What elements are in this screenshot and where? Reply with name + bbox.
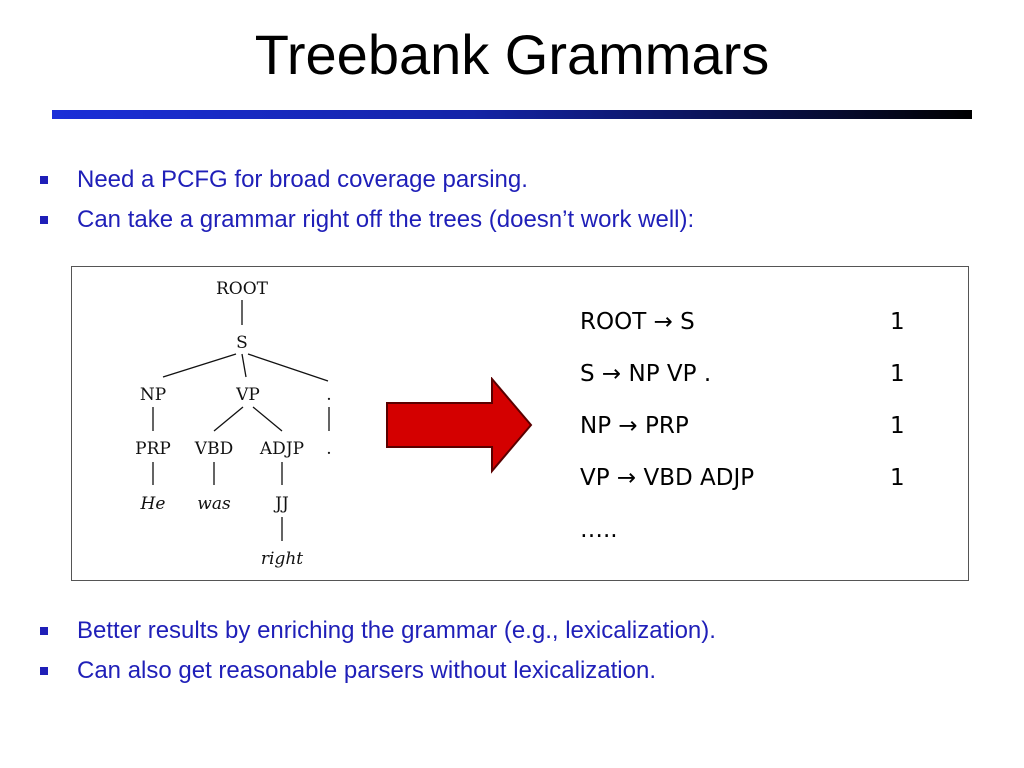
tree-edge bbox=[247, 353, 329, 382]
treebank-figure: ROOT S NP VP . PRP VBD ADJP . He was JJ … bbox=[71, 266, 969, 581]
rule-probability: 1 bbox=[890, 361, 905, 387]
tree-node-jj: JJ bbox=[273, 494, 289, 514]
bullet-text: Need a PCFG for broad coverage parsing. bbox=[77, 166, 528, 193]
bullet-text: Can also get reasonable parsers without … bbox=[77, 657, 656, 684]
tree-leaf-he: He bbox=[140, 494, 166, 514]
tree-edge bbox=[241, 353, 247, 378]
bullet-list-top: Need a PCFG for broad coverage parsing. … bbox=[40, 160, 694, 240]
rule-lhs: NP bbox=[580, 413, 612, 439]
tree-leaf-was: was bbox=[197, 494, 231, 514]
square-bullet-icon bbox=[40, 667, 48, 675]
tree-edge bbox=[252, 406, 283, 432]
tree-node-vbd: VBD bbox=[194, 439, 233, 459]
rule-lhs: ROOT bbox=[580, 309, 647, 335]
bullet-item: Better results by enriching the grammar … bbox=[40, 611, 716, 651]
tree-edge bbox=[162, 353, 237, 378]
square-bullet-icon bbox=[40, 627, 48, 635]
bullet-text: Can take a grammar right off the trees (… bbox=[77, 206, 695, 233]
bullet-list-bottom: Better results by enriching the grammar … bbox=[40, 611, 716, 691]
parse-tree: ROOT S NP VP . PRP VBD ADJP . He was JJ … bbox=[135, 279, 332, 569]
right-arrow-icon: → bbox=[653, 309, 673, 335]
right-arrow-icon bbox=[386, 377, 533, 474]
right-arrow-icon: → bbox=[601, 361, 622, 387]
bullet-text: Better results by enriching the grammar … bbox=[77, 617, 716, 644]
tree-node-s: S bbox=[236, 333, 248, 353]
grammar-rule-row: S → NP VP . 1 bbox=[580, 359, 910, 389]
rules-ellipsis: ….. bbox=[580, 517, 618, 543]
bullet-item: Can take a grammar right off the trees (… bbox=[40, 200, 694, 240]
rule-rhs: NP VP . bbox=[628, 361, 712, 387]
tree-node-period-tag: . bbox=[326, 385, 331, 405]
tree-edge bbox=[213, 406, 244, 432]
bullet-item: Need a PCFG for broad coverage parsing. bbox=[40, 160, 694, 200]
rule-probability: 1 bbox=[890, 465, 905, 491]
tree-node-vp: VP bbox=[235, 385, 260, 405]
tree-node-adjp: ADJP bbox=[259, 439, 304, 459]
grammar-rule-row: VP → VBD ADJP 1 bbox=[580, 463, 910, 493]
rule-probability: 1 bbox=[890, 413, 905, 439]
square-bullet-icon bbox=[40, 216, 48, 224]
rule-rhs: VBD ADJP bbox=[643, 465, 755, 491]
rule-lhs: S bbox=[580, 361, 595, 387]
bullet-item: Can also get reasonable parsers without … bbox=[40, 651, 716, 691]
rule-lhs: VP bbox=[580, 465, 610, 491]
rule-rhs: PRP bbox=[644, 413, 689, 439]
grammar-rule-row: NP → PRP 1 bbox=[580, 411, 910, 441]
slide-title: Treebank Grammars bbox=[254, 23, 770, 86]
tree-leaf-right: right bbox=[261, 549, 303, 569]
grammar-rule-row: ROOT → S 1 bbox=[580, 307, 910, 337]
right-arrow-icon: → bbox=[618, 413, 638, 439]
tree-leaf-period: . bbox=[326, 439, 331, 459]
rule-probability: 1 bbox=[890, 309, 905, 335]
rule-rhs: S bbox=[680, 309, 695, 335]
tree-node-root: ROOT bbox=[216, 279, 269, 299]
tree-node-np: NP bbox=[140, 385, 166, 405]
tree-node-prp: PRP bbox=[135, 439, 171, 459]
right-arrow-icon: → bbox=[616, 465, 637, 491]
square-bullet-icon bbox=[40, 176, 48, 184]
title-underline bbox=[52, 110, 972, 119]
